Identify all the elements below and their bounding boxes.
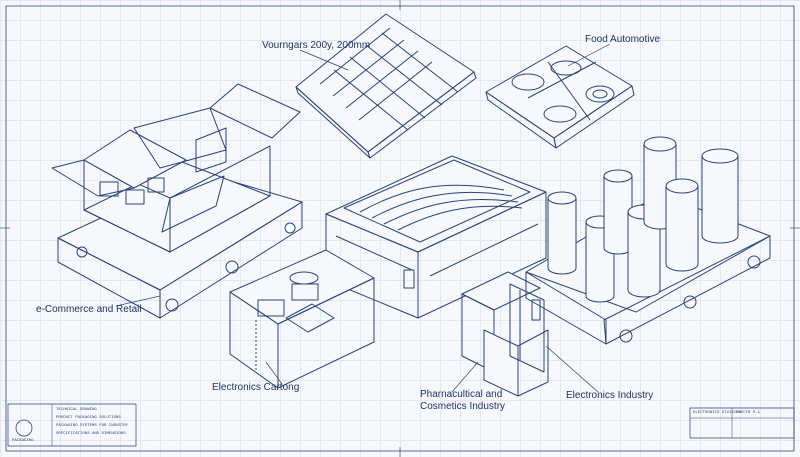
title-block-left-frame [7,403,137,447]
title-block-logo-text: PACKAGING [12,439,34,443]
label-food-automotive: Food Automotive [585,34,661,45]
pharma-carton-drawing [461,271,549,397]
food-tray-drawing [295,13,477,159]
label-electronics-cartong: Electronics Cartong [212,382,300,393]
title-block-line1: TECHNICAL DRAWING [56,408,97,412]
title-block-line2: PRODUCT PACKAGING SOLUTIONS [56,416,121,420]
label-ecommerce-retail: e-Commerce and Retail [36,304,142,315]
label-pharma-line2: Cosmetics Industry [420,401,506,412]
title-block-right-frame [689,407,795,439]
company-logo-icon [15,419,33,437]
electronics-cans-drawing [525,136,771,345]
electronics-carton-drawing [229,249,375,389]
title-block-right-header: ELECTRONICS DIVISION [693,411,742,415]
label-food-trays: Vourngars 200y, 200mm [262,40,371,51]
blister-tray-drawing [485,45,635,149]
label-pharma-line1: Pharnacultical and [420,389,503,400]
label-electronics-industry: Electronics Industry [566,390,654,401]
title-block-line4: SPECIFICATIONS AND DIMENSIONS [56,432,126,436]
ecommerce-box-drawing [51,83,303,319]
title-block-line3: PACKAGING SYSTEMS FOR INDUSTRY [56,424,129,428]
title-block-right-code: ELECTR 0.1 [736,411,761,415]
cable-machine-drawing [325,155,547,319]
